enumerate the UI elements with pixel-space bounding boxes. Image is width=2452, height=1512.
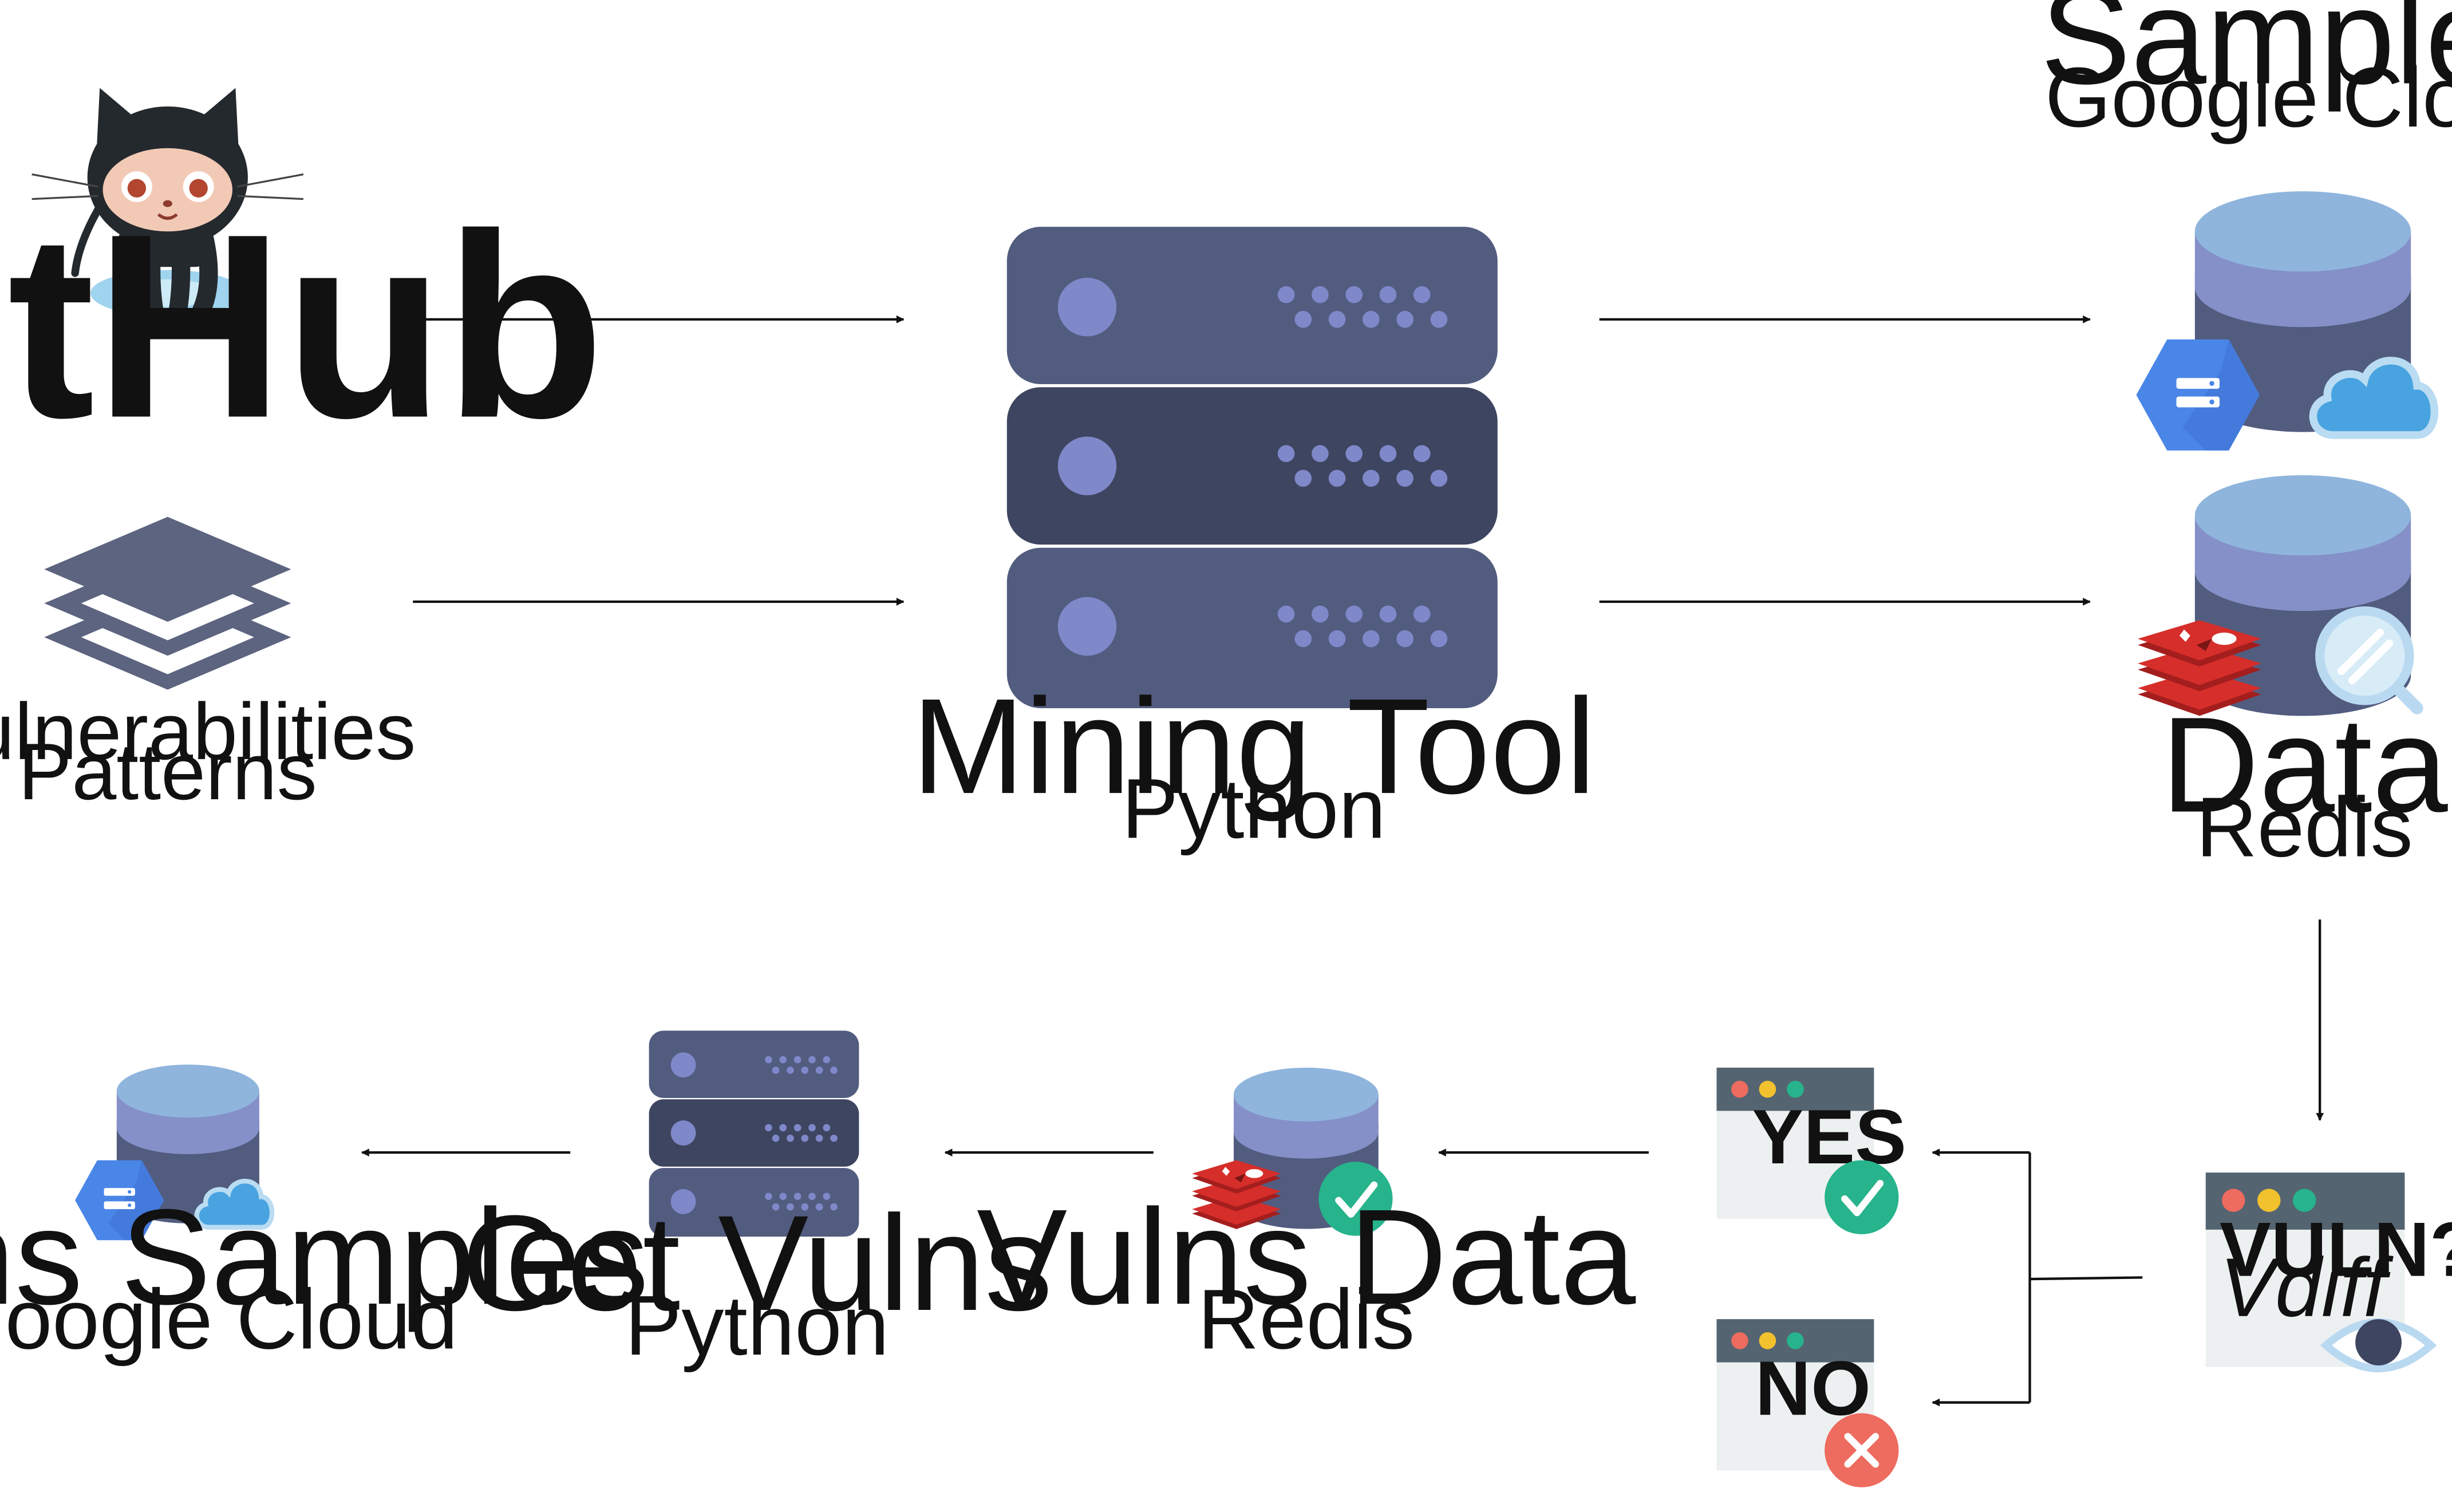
yes-window-label: YES (1752, 1093, 1906, 1180)
check-icon (1825, 1160, 1898, 1234)
vulns-samples-subtitle: Google Cloud (0, 1272, 458, 1367)
samples-subtitle: Google Cloud (2045, 50, 2452, 145)
github-wordmark: GitHub (0, 180, 605, 473)
github-octocat-icon (31, 88, 304, 326)
vulns-samples-title: Vulns Samples (0, 1181, 649, 1333)
patterns-label-line1: Vulnerabilities (0, 686, 416, 776)
eye-icon (2320, 1318, 2437, 1372)
data-subtitle: Redis (2196, 780, 2413, 875)
mining-tool-title: Mining Tool (911, 670, 1596, 822)
data-title: Data (2161, 689, 2448, 841)
branch-connector (1932, 1148, 2143, 1407)
vulns-data-title: Vulns Data (977, 1181, 1636, 1333)
samples-title: Samples (2040, 0, 2452, 113)
mining-tool-server-icon (1006, 227, 1498, 708)
vulns-data-subtitle: Redis (1198, 1272, 1415, 1367)
patterns-label-line2: Patterns (18, 727, 317, 816)
mining-tool-subtitle: Python (1122, 761, 1385, 856)
vdiff-window-tool: Vdiff (2220, 1241, 2394, 1334)
layers-icon (44, 516, 291, 690)
get-vulns-subtitle: Python (625, 1278, 889, 1373)
vdiff-window-label: VULN? (2220, 1206, 2452, 1293)
close-icon (1825, 1414, 1898, 1487)
get-vulns-title: Get Vulns (461, 1187, 1053, 1339)
